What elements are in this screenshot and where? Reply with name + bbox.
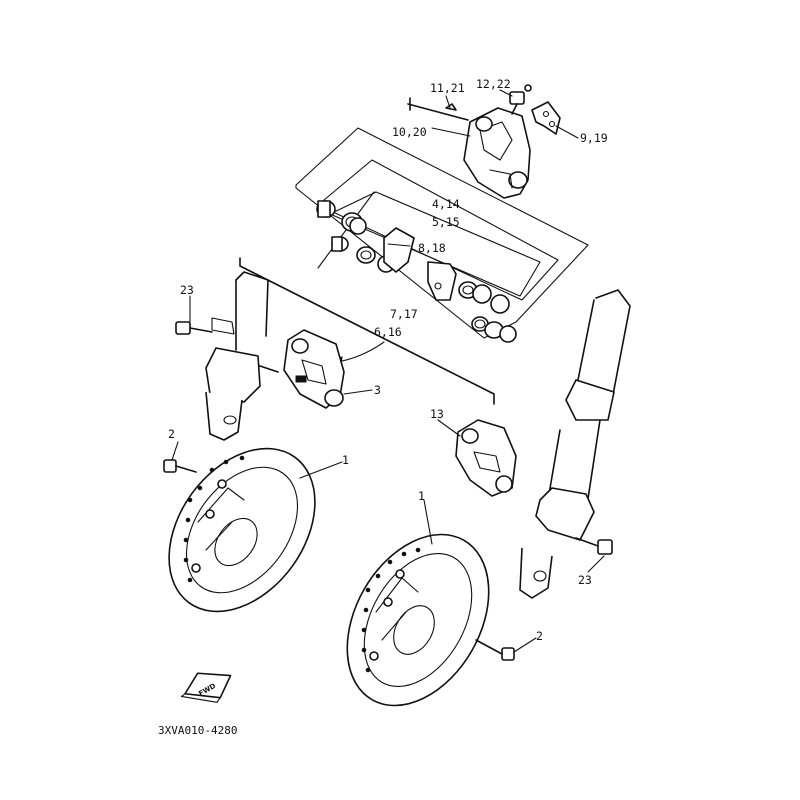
slide-pin — [407, 97, 469, 121]
callout-13: 13 — [430, 407, 444, 421]
callout-7-17: 7,17 — [390, 307, 418, 321]
outer-assembly-frame — [295, 127, 589, 339]
right-disc-bolt — [475, 639, 515, 661]
callout-23-bottom: 23 — [578, 573, 592, 587]
callout-3: 3 — [374, 383, 381, 397]
callout-12-22: 12,22 — [476, 77, 511, 91]
left-disc-bolt — [163, 459, 197, 473]
callout-1-left: 1 — [342, 453, 349, 467]
callout-5-15: 5,15 — [432, 215, 460, 229]
separator-line — [239, 257, 495, 405]
piston-seal-set — [316, 200, 517, 343]
left-brake-disc — [168, 447, 316, 613]
callout-8-18: 8,18 — [418, 241, 446, 255]
pin-clip — [445, 103, 457, 111]
right-caliper — [455, 419, 517, 497]
callout-2-right: 2 — [536, 629, 543, 643]
right-brake-disc — [346, 533, 490, 707]
callout-4-14: 4,14 — [432, 197, 460, 211]
callout-9-19: 9,19 — [580, 131, 608, 145]
upper-caliper-body — [463, 107, 531, 199]
right-caliper-bolt — [575, 537, 613, 555]
pad-spring — [531, 101, 561, 135]
bleed-screw — [509, 84, 532, 115]
callout-6-16: 6,16 — [374, 325, 402, 339]
callout-23-top: 23 — [180, 283, 194, 297]
fwd-arrow-icon: FWD — [180, 672, 232, 703]
callout-1-right: 1 — [418, 489, 425, 503]
left-fork-leg — [205, 271, 279, 441]
drawing-code: 3XVA010-4280 — [158, 724, 237, 737]
callout-11-21: 11,21 — [430, 81, 465, 95]
callout-10-20: 10,20 — [392, 125, 427, 139]
leader-lines — [171, 89, 605, 653]
callout-2-left: 2 — [168, 427, 175, 441]
brake-pad-kit — [383, 227, 457, 301]
left-caliper — [283, 329, 345, 409]
right-fork-leg — [519, 289, 631, 599]
left-caliper-bolt — [175, 321, 213, 335]
